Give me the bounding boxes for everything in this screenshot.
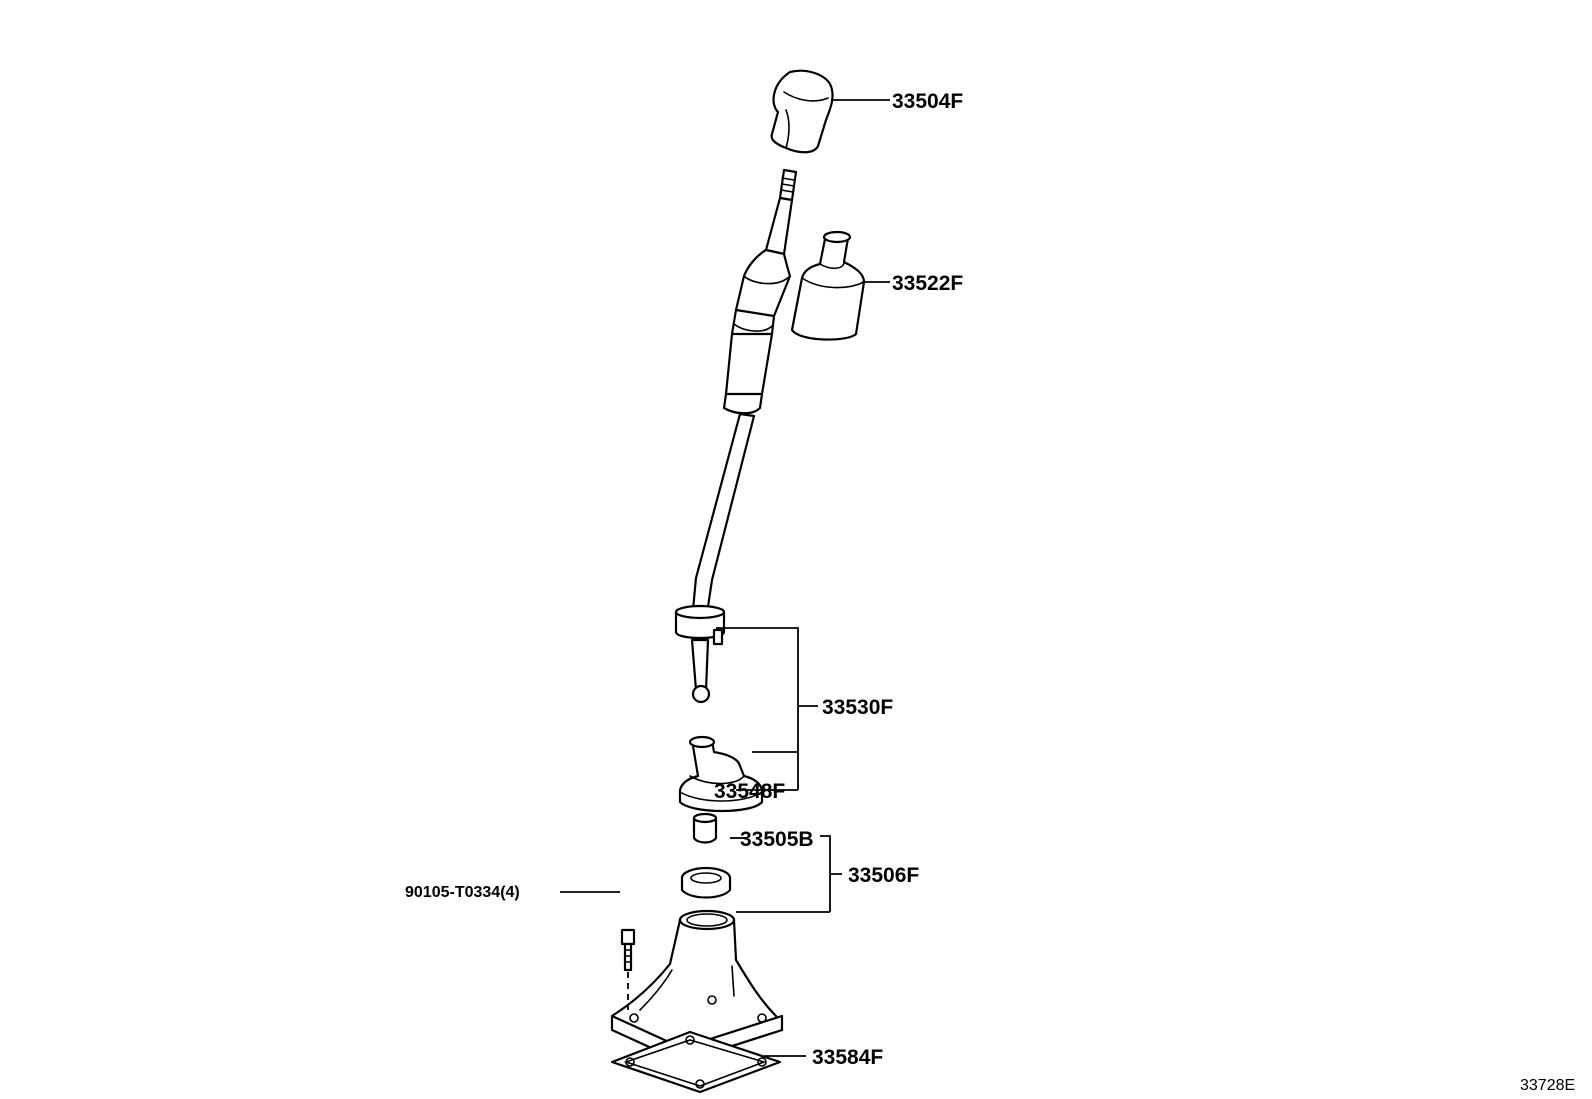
label-seal[interactable]: 33505B xyxy=(740,828,814,851)
gasket[interactable] xyxy=(610,1030,782,1094)
label-bolt[interactable]: 90105-T0334(4) xyxy=(405,884,520,901)
shift-lever[interactable] xyxy=(674,168,798,704)
shift-knob[interactable] xyxy=(770,69,834,154)
label-upper-boot[interactable]: 33522F xyxy=(892,272,963,295)
lever-boot[interactable] xyxy=(678,735,764,813)
label-lever-assy[interactable]: 33530F xyxy=(822,696,893,719)
diagram-id: 33728E xyxy=(1520,1077,1575,1094)
bolt[interactable] xyxy=(620,928,636,1010)
label-knob[interactable]: 33504F xyxy=(892,90,963,113)
label-bushing[interactable]: 33548F xyxy=(714,780,785,803)
seal-ring[interactable] xyxy=(680,866,732,899)
leader-lines xyxy=(560,99,890,1057)
label-gasket[interactable]: 33584F xyxy=(812,1046,883,1069)
label-retainer[interactable]: 33506F xyxy=(848,864,919,887)
bushing[interactable] xyxy=(692,812,718,844)
upper-boot[interactable] xyxy=(790,230,866,341)
